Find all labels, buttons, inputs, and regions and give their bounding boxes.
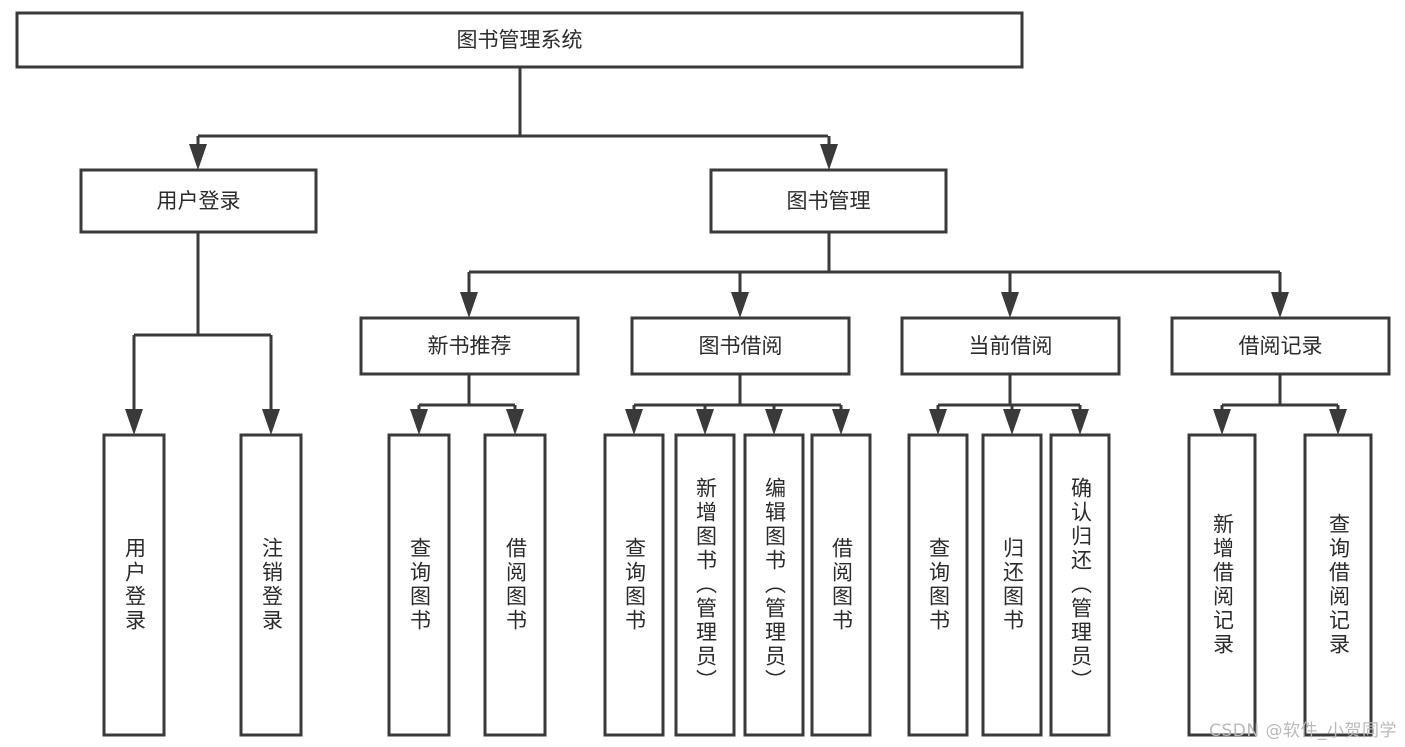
node-borrow-record-label: 借阅记录 (1239, 334, 1323, 358)
node-leaf-edit-book-box[interactable] (743, 433, 805, 737)
arrow-to-book-borrow-head (731, 292, 749, 318)
arrow-to-leaf-add-book-head (696, 409, 714, 435)
node-current-borrow-label: 当前借阅 (969, 334, 1053, 358)
connector-edges (125, 67, 1347, 435)
node-leaf-confirm-return-box[interactable] (1049, 433, 1111, 737)
node-leaf-query-book-1-box[interactable] (387, 433, 451, 737)
watermark-text: CSDN @软件_小贺同学 (1209, 721, 1397, 741)
node-leaf-user-login-box[interactable] (102, 433, 166, 737)
node-leaf-query-record-box[interactable] (1303, 433, 1373, 737)
node-book-borrow-label: 图书借阅 (699, 334, 783, 358)
node-borrow-record-box[interactable] (1170, 316, 1391, 376)
node-leaf-query-book-3-box[interactable] (907, 433, 969, 737)
node-leaf-borrow-book-2-box[interactable] (810, 433, 872, 737)
arrow-to-new-book-recommend-head (460, 292, 478, 318)
arrow-to-book-manage-head (820, 144, 838, 170)
arrow-to-leaf-borrow-book-1-head (506, 409, 524, 435)
arrow-to-leaf-query-record-head (1329, 409, 1347, 435)
arrow-to-leaf-return-book-head (1003, 409, 1021, 435)
node-leaf-query-book-2-box[interactable] (603, 433, 665, 737)
node-book-manage-box[interactable] (709, 168, 948, 234)
node-leaf-return-book-box[interactable] (981, 433, 1043, 737)
arrow-to-leaf-query-book-2-head (625, 409, 643, 435)
arrow-to-borrow-record-head (1271, 292, 1289, 318)
node-current-borrow-box[interactable] (900, 316, 1121, 376)
arrow-to-current-borrow-head (1001, 292, 1019, 318)
node-leaf-logout-box[interactable] (239, 433, 303, 737)
node-book-manage-label: 图书管理 (787, 189, 871, 213)
arrow-to-user-login-head (189, 144, 207, 170)
arrow-to-leaf-edit-book-head (765, 409, 783, 435)
arrow-to-leaf-add-record-head (1213, 409, 1231, 435)
node-leaf-add-record-box[interactable] (1187, 433, 1257, 737)
node-new-book-recommend-label: 新书推荐 (428, 334, 512, 358)
arrow-to-leaf-logout-head (262, 409, 280, 435)
arrow-to-leaf-user-login-head (125, 409, 143, 435)
arrow-to-leaf-borrow-book-2-head (832, 409, 850, 435)
node-root-label: 图书管理系统 (457, 28, 583, 52)
node-user-login-label: 用户登录 (157, 189, 241, 213)
node-new-book-recommend-box[interactable] (359, 316, 580, 376)
arrow-to-leaf-confirm-return-head (1071, 409, 1089, 435)
node-user-login-box[interactable] (79, 168, 318, 234)
node-leaf-borrow-book-1-box[interactable] (483, 433, 547, 737)
node-book-borrow-box[interactable] (630, 316, 851, 376)
node-leaf-add-book-box[interactable] (674, 433, 736, 737)
arrow-to-leaf-query-book-3-head (929, 409, 947, 435)
node-boxes (15, 11, 1391, 737)
node-root-box[interactable] (15, 11, 1024, 69)
arrow-to-leaf-query-book-1-head (410, 409, 428, 435)
